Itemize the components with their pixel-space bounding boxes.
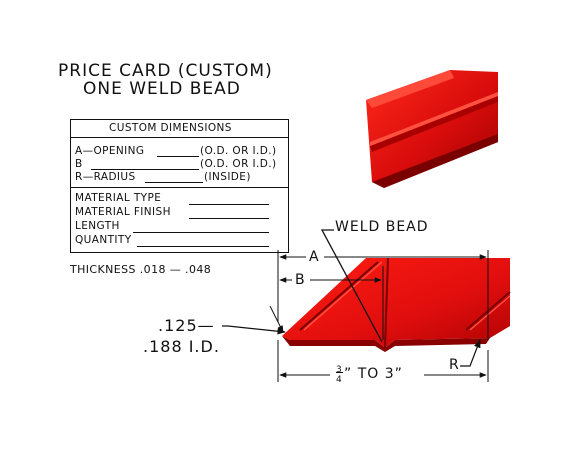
width-fraction-bar — [336, 372, 343, 373]
material-row-blank — [189, 204, 269, 205]
table-section-divider — [71, 187, 288, 188]
width-fraction-num: 3 — [336, 365, 343, 375]
material-row-label: QUANTITY — [75, 234, 132, 246]
material-row-label: MATERIAL FINISH — [75, 206, 171, 218]
material-row-blank — [189, 218, 269, 219]
table-header-divider — [71, 137, 288, 138]
radius-leader — [222, 325, 286, 335]
dim-a-label: A — [309, 249, 320, 265]
title-line-1: PRICE CARD (CUSTOM) — [58, 61, 273, 81]
width-range-text: ” TO 3” — [344, 366, 403, 382]
custom-dimensions-table: CUSTOM DIMENSIONS A—OPENING (O.D. OR I.D… — [70, 119, 289, 253]
render-groove-highlight — [370, 92, 498, 146]
weld-bead-groove — [384, 257, 389, 349]
dim-row-note: (INSIDE) — [204, 171, 251, 183]
profile-3d-render — [366, 70, 498, 188]
weld-bead-leader — [320, 229, 383, 343]
dim-row-blank — [91, 169, 199, 170]
thickness-note: THICKNESS .018 — .048 — [70, 263, 212, 276]
radius-label-line-2: .188 I.D. — [143, 337, 220, 356]
table-header: CUSTOM DIMENSIONS — [109, 122, 232, 134]
material-row-blank — [137, 246, 269, 247]
r-leader — [460, 339, 481, 367]
dim-r-label: R — [449, 357, 460, 373]
material-row-blank — [133, 232, 269, 233]
groove-line-left — [299, 261, 379, 331]
material-row-label: MATERIAL TYPE — [75, 192, 162, 204]
profile-surface — [282, 258, 510, 348]
dim-row-label: B — [75, 158, 83, 170]
width-fraction-den: 4 — [336, 375, 343, 385]
weld-bead-label: WELD BEAD — [335, 219, 429, 235]
dim-row-note: (O.D. OR I.D.) — [200, 158, 277, 170]
radius-label-line-1: .125— — [158, 316, 215, 335]
dim-row-label: A—OPENING — [75, 145, 145, 157]
dim-a-label-bg — [306, 248, 324, 266]
dim-row-blank — [157, 156, 199, 157]
dim-b-label: B — [295, 272, 306, 288]
groove-line-left-light — [303, 261, 383, 331]
dim-b-label-bg — [292, 271, 310, 289]
material-row-label: LENGTH — [75, 220, 120, 232]
page-title: PRICE CARD (CUSTOM) ONE WELD BEAD — [58, 62, 298, 98]
profile-front-edge — [282, 336, 490, 352]
width-label-bg — [330, 364, 424, 386]
render-face — [366, 70, 498, 188]
dim-row-note: (O.D. OR I.D.) — [200, 145, 277, 157]
radius-tick — [269, 305, 284, 333]
groove-line-right-light — [469, 295, 511, 331]
title-line-2: ONE WELD BEAD — [83, 79, 241, 99]
dim-row-label: R—RADIUS — [75, 171, 136, 183]
render-lower-edge — [372, 134, 498, 188]
dim-row-blank — [145, 182, 203, 183]
render-top-edge — [366, 70, 454, 108]
render-groove — [370, 96, 498, 152]
